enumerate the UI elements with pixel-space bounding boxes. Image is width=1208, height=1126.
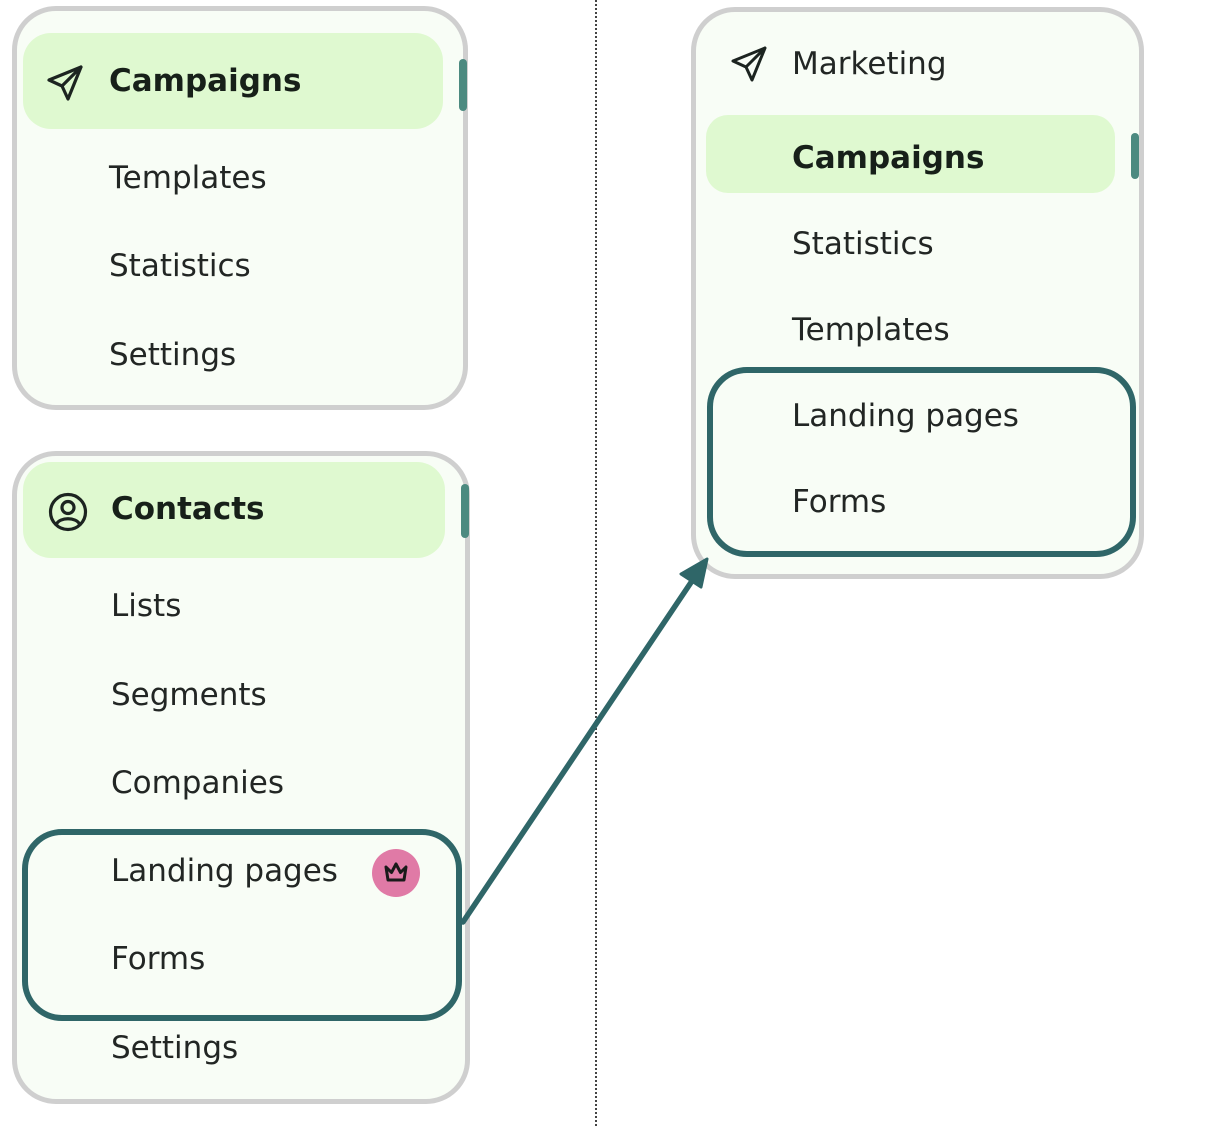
highlight-box-contacts [22, 829, 462, 1021]
menu-title-marketing[interactable]: Marketing [792, 46, 947, 82]
menu-item-landing-pages[interactable]: Landing pages [792, 398, 1019, 434]
menu-item-forms[interactable]: Forms [111, 941, 206, 977]
menu-item-statistics[interactable]: Statistics [792, 226, 934, 262]
active-item-background [23, 33, 443, 129]
highlight-box-marketing [707, 367, 1136, 557]
send-icon [729, 44, 769, 84]
active-edge-marker [1131, 133, 1139, 179]
menu-title-contacts[interactable]: Contacts [111, 491, 265, 527]
menu-item-settings[interactable]: Settings [109, 337, 237, 373]
premium-badge [372, 849, 420, 897]
active-edge-marker [461, 484, 469, 538]
menu-item-settings[interactable]: Settings [111, 1030, 239, 1066]
menu-item-lists[interactable]: Lists [111, 588, 182, 624]
send-icon [45, 63, 85, 103]
menu-item-segments[interactable]: Segments [111, 677, 267, 713]
user-circle-icon [47, 491, 89, 533]
menu-item-forms[interactable]: Forms [792, 484, 887, 520]
contacts-menu-panel: Contacts Lists Segments Companies Landin… [12, 451, 470, 1104]
menu-item-templates[interactable]: Templates [109, 160, 267, 196]
active-item-background [706, 115, 1115, 193]
campaigns-menu-panel: Campaigns Templates Statistics Settings [12, 6, 468, 410]
menu-item-companies[interactable]: Companies [111, 765, 284, 801]
active-edge-marker [459, 59, 467, 111]
active-item-background [23, 462, 445, 558]
menu-title-campaigns[interactable]: Campaigns [109, 63, 302, 99]
crown-icon [383, 861, 409, 885]
menu-item-templates[interactable]: Templates [792, 312, 950, 348]
menu-item-statistics[interactable]: Statistics [109, 248, 251, 284]
menu-item-campaigns[interactable]: Campaigns [792, 140, 985, 176]
dotted-divider [595, 0, 597, 1126]
marketing-menu-panel: Marketing Campaigns Statistics Templates… [691, 7, 1144, 579]
menu-item-landing-pages[interactable]: Landing pages [111, 853, 338, 889]
